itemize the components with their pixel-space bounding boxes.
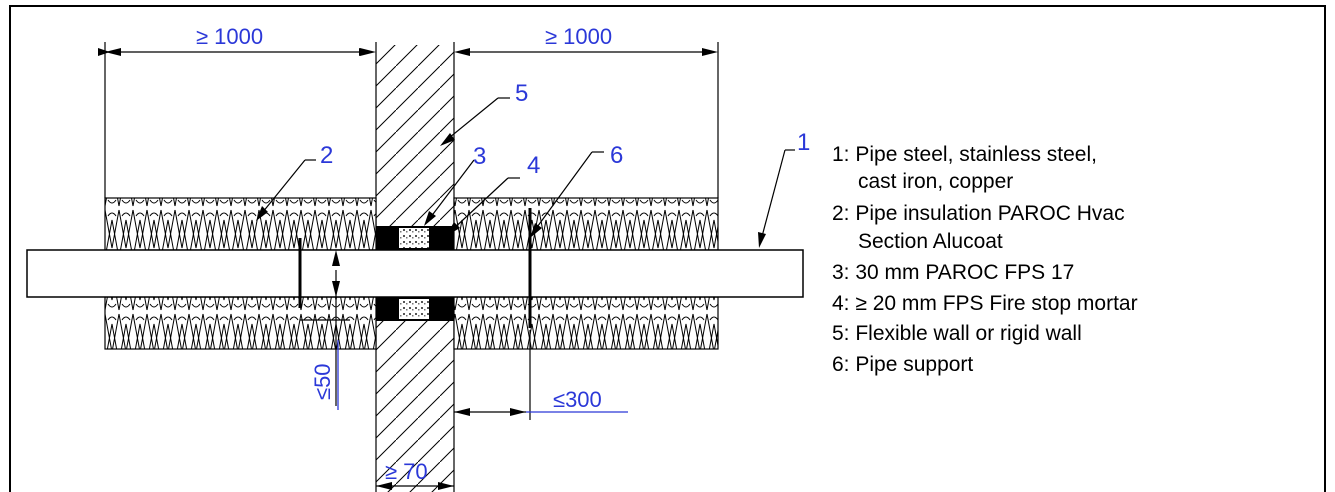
callout-4: 4: [527, 152, 540, 179]
pipe: [26, 249, 804, 298]
legend-line-2: cast iron, copper: [858, 170, 1013, 193]
pipe-supports: [298, 208, 532, 328]
legend: 1: Pipe steel, stainless steel, cast iro…: [832, 143, 1138, 376]
dim-support-gap-label: ≤50: [310, 363, 335, 400]
dim-right-length: ≥ 1000: [545, 24, 612, 49]
callout-6: 6: [610, 142, 623, 169]
dim-support-distance: [454, 330, 628, 420]
dim-support-gap: [300, 250, 350, 410]
drawing-frame: [9, 5, 1326, 492]
legend-line-8: 6: Pipe support: [832, 353, 973, 376]
legend-line-6: 4: ≥ 20 mm FPS Fire stop mortar: [832, 292, 1138, 315]
legend-line-4: Section Alucoat: [858, 230, 1003, 253]
legend-line-1: 1: Pipe steel, stainless steel,: [832, 143, 1097, 166]
callout-2: 2: [320, 142, 333, 169]
legend-line-5: 3: 30 mm PAROC FPS 17: [832, 261, 1074, 284]
dim-left-length: ≥ 1000: [196, 24, 263, 49]
legend-line-3: 2: Pipe insulation PAROC Hvac: [832, 202, 1125, 225]
callout-1: 1: [797, 129, 810, 156]
callout-3: 3: [473, 143, 486, 170]
dim-wall-thickness-label: ≥ 70: [385, 459, 428, 484]
pipe-insulation: [104, 197, 719, 350]
dim-support-distance-label: ≤300: [553, 387, 602, 412]
dim-wall-thickness: [376, 482, 454, 490]
callout-leaders: [256, 97, 795, 248]
legend-line-7: 5: Flexible wall or rigid wall: [832, 322, 1082, 345]
top-dimensions: [98, 42, 719, 198]
callout-5: 5: [515, 80, 528, 107]
fire-stop-seal: [376, 226, 454, 321]
